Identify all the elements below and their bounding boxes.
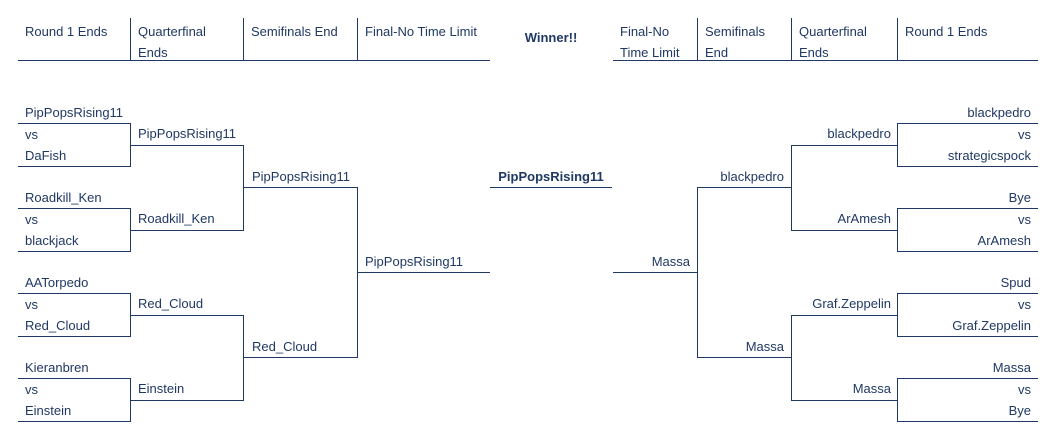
left-r1-m4-bottom: Einstein bbox=[25, 403, 72, 418]
left-qf-2: Roadkill_Ken bbox=[138, 211, 215, 226]
bracket-line bbox=[130, 315, 243, 316]
left-qf-3: Red_Cloud bbox=[138, 296, 204, 311]
right-sf-1: blackpedro bbox=[720, 169, 784, 184]
right-qf-3: Graf.Zeppelin bbox=[812, 296, 891, 311]
bracket-line bbox=[18, 208, 130, 209]
left-r1-m3-bottom: Red_Cloud bbox=[25, 318, 91, 333]
left-r1-m4-vs: vs bbox=[25, 382, 38, 397]
left-sf-2: Red_Cloud bbox=[252, 339, 318, 354]
winner-line bbox=[490, 187, 612, 188]
left-r1-m1-vs: vs bbox=[25, 127, 38, 142]
bracket-line bbox=[18, 166, 130, 167]
left-qf-1: PipPopsRising11 bbox=[138, 126, 237, 141]
right-r1-m1-top: blackpedro bbox=[967, 105, 1031, 120]
bracket-line bbox=[697, 187, 791, 188]
left-qf-4: Einstein bbox=[138, 381, 185, 396]
left-final: PipPopsRising11 bbox=[365, 254, 464, 269]
bracket-line bbox=[18, 378, 130, 379]
winner-name: PipPopsRising11 bbox=[498, 169, 604, 184]
left-r1-m2-top: Roadkill_Ken bbox=[25, 190, 102, 205]
bracket-line bbox=[130, 230, 243, 231]
right-r1-m4-top: Massa bbox=[992, 360, 1031, 375]
header-left-semifinals: Semifinals End bbox=[243, 18, 357, 61]
bracket-line bbox=[18, 336, 130, 337]
bracket-line bbox=[897, 293, 898, 337]
left-r1-m3-vs: vs bbox=[25, 297, 38, 312]
right-r1-m1-vs: vs bbox=[1018, 127, 1031, 142]
bracket-line bbox=[897, 378, 898, 422]
bracket-line bbox=[130, 400, 243, 401]
bracket-line bbox=[791, 145, 792, 231]
bracket-line bbox=[791, 230, 897, 231]
bracket-line bbox=[357, 272, 490, 273]
right-r1-m1-bottom: strategicspock bbox=[947, 148, 1031, 163]
bracket-line bbox=[243, 145, 244, 231]
bracket-line bbox=[897, 421, 1038, 422]
right-r1-m3-bottom: Graf.Zeppelin bbox=[952, 318, 1031, 333]
bracket-line bbox=[897, 123, 1038, 124]
header-right-round1: Round 1 Ends bbox=[897, 18, 1038, 61]
left-r1-m4-top: Kieranbren bbox=[25, 360, 89, 375]
bracket-line bbox=[18, 251, 130, 252]
header-left-round1: Round 1 Ends bbox=[18, 18, 130, 61]
bracket-line bbox=[897, 293, 1038, 294]
right-r1-m2-vs: vs bbox=[1018, 212, 1031, 227]
bracket-line bbox=[897, 251, 1038, 252]
header-right-final: Final-No Time Limit bbox=[613, 18, 697, 61]
left-r1-m1-bottom: DaFish bbox=[25, 148, 67, 163]
bracket-line bbox=[243, 315, 244, 401]
right-final: Massa bbox=[651, 254, 690, 269]
bracket-line bbox=[897, 336, 1038, 337]
bracket-line bbox=[18, 123, 130, 124]
bracket-line bbox=[697, 187, 698, 358]
bracket-line bbox=[791, 145, 897, 146]
bracket-line bbox=[697, 357, 791, 358]
bracket-line bbox=[791, 315, 897, 316]
right-qf-4: Massa bbox=[852, 381, 891, 396]
header-right-semifinals: Semifinals End bbox=[697, 18, 791, 61]
header-left-quarterfinals: Quarterfinal Ends bbox=[130, 18, 243, 61]
right-qf-1: blackpedro bbox=[827, 126, 891, 141]
bracket-line bbox=[243, 357, 357, 358]
right-r1-m2-top: Bye bbox=[1008, 190, 1031, 205]
header-left-final: Final-No Time Limit bbox=[357, 18, 490, 61]
right-r1-m4-bottom: Bye bbox=[1008, 403, 1031, 418]
bracket-line bbox=[613, 272, 697, 273]
right-r1-m4-vs: vs bbox=[1018, 382, 1031, 397]
left-r1-m2-vs: vs bbox=[25, 212, 38, 227]
bracket-line bbox=[897, 208, 1038, 209]
left-sf-1: PipPopsRising11 bbox=[252, 169, 351, 184]
bracket-line bbox=[791, 315, 792, 401]
bracket-line bbox=[243, 187, 357, 188]
right-sf-2: Massa bbox=[745, 339, 784, 354]
left-r1-m2-bottom: blackjack bbox=[25, 233, 79, 248]
right-qf-2: ArAmesh bbox=[837, 211, 891, 226]
header-right-quarterfinals: Quarterfinal Ends bbox=[791, 18, 897, 61]
right-r1-m3-vs: vs bbox=[1018, 297, 1031, 312]
left-r1-m1-top: PipPopsRising11 bbox=[25, 105, 124, 120]
bracket-line bbox=[18, 421, 130, 422]
bracket-line bbox=[18, 293, 130, 294]
bracket-line bbox=[130, 145, 243, 146]
bracket-line bbox=[897, 123, 898, 167]
bracket-line bbox=[897, 166, 1038, 167]
winner-heading: Winner!! bbox=[524, 30, 578, 45]
right-r1-m2-bottom: ArAmesh bbox=[977, 233, 1031, 248]
bracket-line bbox=[897, 378, 1038, 379]
left-r1-m3-top: AATorpedo bbox=[25, 275, 89, 290]
bracket-line bbox=[791, 400, 897, 401]
right-r1-m3-top: Spud bbox=[1000, 275, 1031, 290]
bracket-line bbox=[897, 208, 898, 252]
